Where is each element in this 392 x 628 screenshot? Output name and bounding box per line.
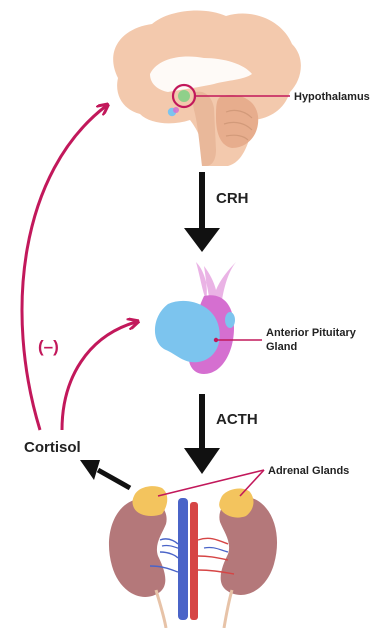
kidneys-illustration bbox=[109, 486, 277, 628]
pituitary-label-line2: Gland bbox=[266, 341, 297, 353]
artery bbox=[190, 502, 198, 620]
pituitary-label-line1: Anterior Pituitary bbox=[266, 327, 357, 339]
pituitary-gland-illustration bbox=[155, 262, 236, 374]
acth-label: ACTH bbox=[216, 411, 258, 428]
cortisol-label: Cortisol bbox=[24, 439, 81, 456]
hypothalamus-label: Hypothalamus bbox=[294, 91, 370, 103]
adrenal-label: Adrenal Glands bbox=[268, 465, 349, 477]
acth-arrow bbox=[184, 394, 220, 474]
adrenal-leader-right bbox=[240, 470, 264, 496]
crh-arrow bbox=[184, 172, 220, 252]
brain-illustration bbox=[113, 10, 301, 166]
negative-feedback-symbol: (–) bbox=[38, 337, 59, 356]
vein bbox=[178, 498, 188, 620]
cortisol-arrow bbox=[80, 460, 130, 488]
feedback-arrow-to-pituitary bbox=[62, 322, 136, 430]
cerebellum bbox=[216, 95, 258, 148]
hypothalamus-marker bbox=[178, 90, 190, 102]
crh-label: CRH bbox=[216, 190, 249, 207]
feedback-arrow-to-hypothalamus bbox=[22, 106, 106, 430]
adrenal-gland-left bbox=[133, 486, 168, 516]
